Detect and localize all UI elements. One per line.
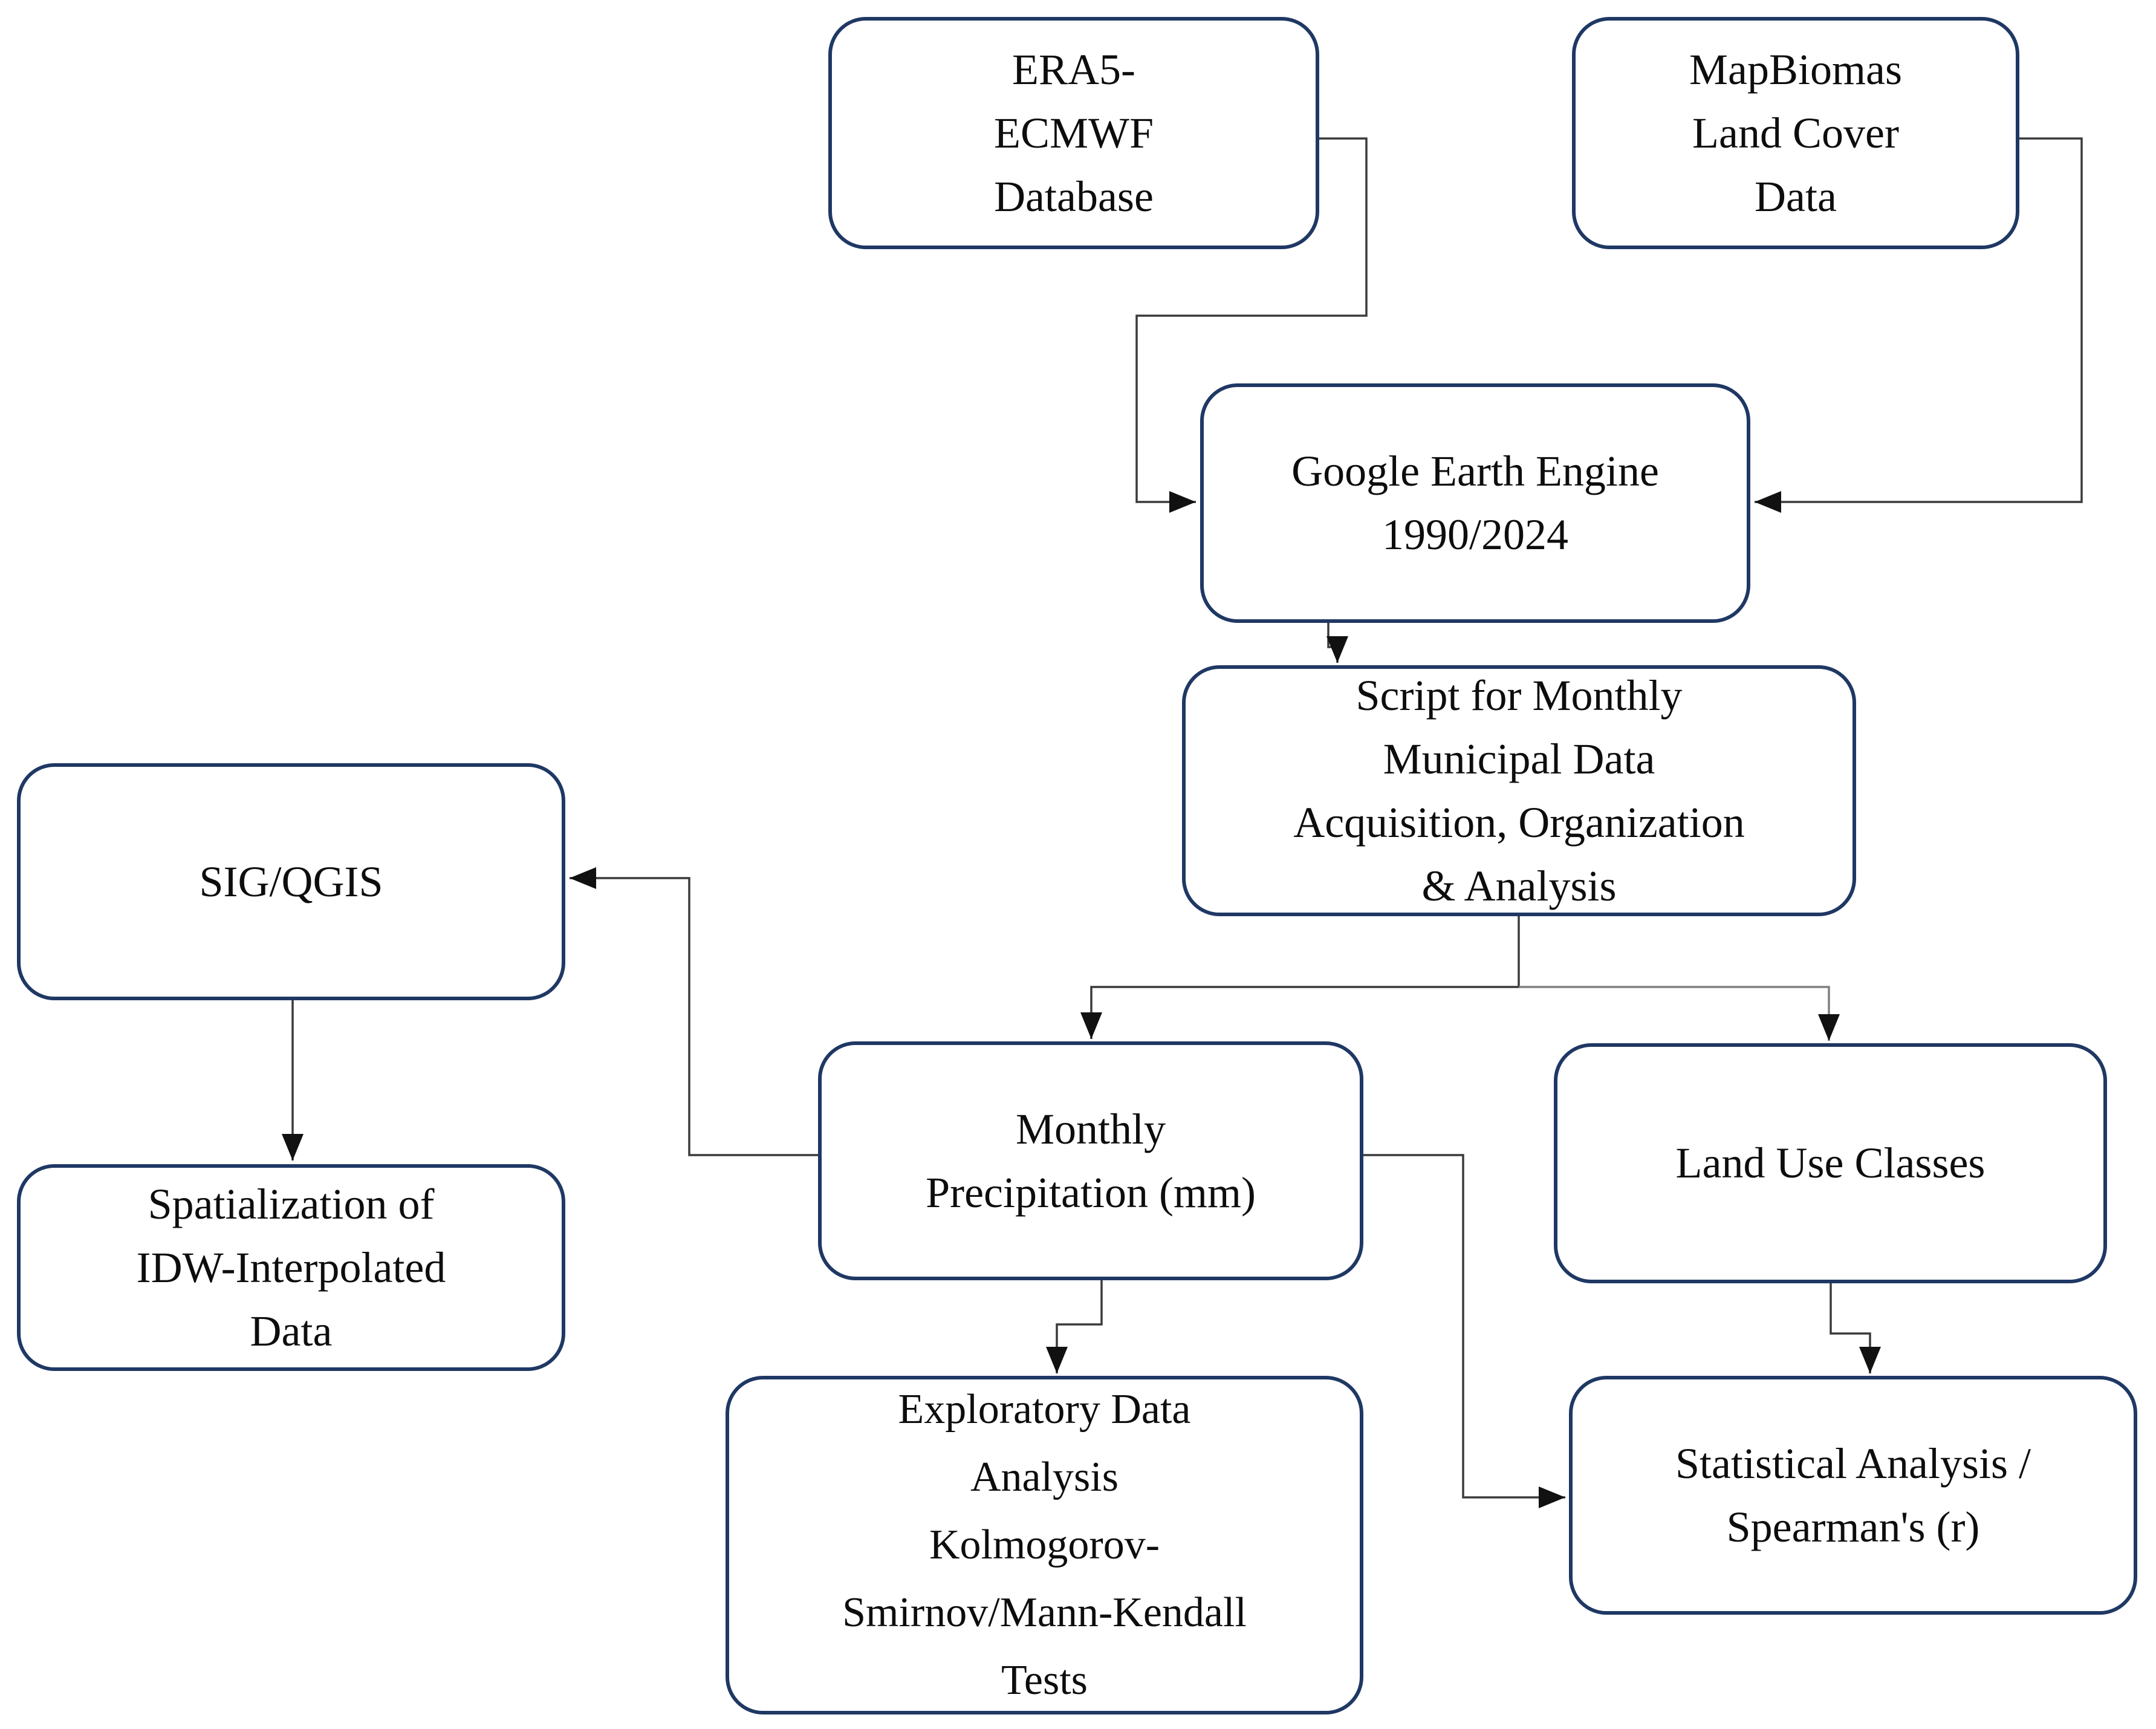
arrow-land-use-to-statistical	[1830, 1283, 1881, 1373]
arrow-monthly-precip-to-statistical	[1363, 1154, 1565, 1508]
node-script-monthly-municipal-data-label: Script for Monthly Municipal Data Acquis…	[1293, 671, 1745, 910]
node-script-monthly-municipal-data: Script for Monthly Municipal Data Acquis…	[1182, 665, 1856, 916]
node-spatialization-idw-label: Spatialization of IDW-Interpolated Data	[136, 1179, 446, 1355]
arrow-script-to-land-use	[1519, 986, 1840, 1041]
arrow-script-to-monthly-precip	[1080, 916, 1520, 1039]
node-statistical-analysis-spearman-label: Statistical Analysis / Spearman's (r)	[1675, 1439, 2031, 1551]
node-mapbiomas-land-cover-label: MapBiomas Land Cover Data	[1689, 45, 1902, 221]
arrow-era5-to-gee	[1135, 137, 1368, 513]
node-mapbiomas-land-cover: MapBiomas Land Cover Data	[1572, 17, 2019, 249]
arrow-monthly-precip-to-exploratory	[1046, 1280, 1103, 1373]
arrow-monthly-precip-to-sig-qgis	[570, 867, 818, 1156]
node-land-use-classes: Land Use Classes	[1554, 1043, 2107, 1283]
node-statistical-analysis-spearman: Statistical Analysis / Spearman's (r)	[1569, 1376, 2137, 1615]
node-google-earth-engine-label: Google Earth Engine 1990/2024	[1291, 447, 1659, 559]
node-google-earth-engine: Google Earth Engine 1990/2024	[1200, 383, 1750, 623]
node-spatialization-idw: Spatialization of IDW-Interpolated Data	[17, 1164, 565, 1371]
node-monthly-precipitation: Monthly Precipitation (mm)	[818, 1041, 1363, 1280]
node-monthly-precipitation-label: Monthly Precipitation (mm)	[926, 1104, 1256, 1217]
node-era5-ecmwf-database-label: ERA5- ECMWF Database	[993, 45, 1154, 221]
node-exploratory-data-analysis: Exploratory Data Analysis Kolmogorov- Sm…	[726, 1376, 1363, 1714]
arrow-mapbiomas-to-gee	[1755, 137, 2083, 513]
arrow-gee-to-script	[1326, 623, 1348, 663]
node-exploratory-data-analysis-label: Exploratory Data Analysis Kolmogorov- Sm…	[842, 1386, 1247, 1704]
node-sig-qgis-label: SIG/QGIS	[199, 857, 383, 906]
node-era5-ecmwf-database: ERA5- ECMWF Database	[828, 17, 1319, 249]
node-land-use-classes-label: Land Use Classes	[1675, 1139, 1986, 1187]
node-sig-qgis: SIG/QGIS	[17, 763, 565, 1000]
